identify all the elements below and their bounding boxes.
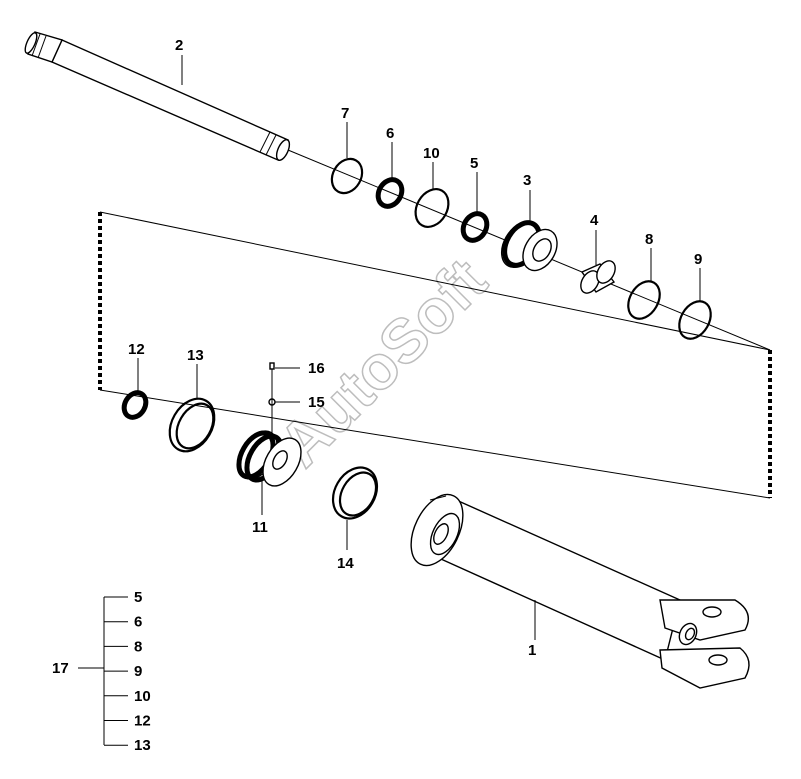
kit-item-10: 10 [134, 688, 151, 705]
callout-9: 9 [694, 251, 702, 268]
kit-item-9: 9 [134, 663, 142, 680]
kit-item-13: 13 [134, 737, 151, 754]
callout-7: 7 [341, 105, 349, 122]
piston-rod [24, 31, 291, 161]
seal-ring-8 [627, 280, 661, 320]
seal-ring-7 [330, 157, 364, 195]
seal-ring-12 [121, 390, 149, 420]
screw-16 [269, 362, 275, 370]
seal-ring-14-inner [338, 471, 378, 517]
callout-16: 16 [308, 360, 325, 377]
bushing-4 [580, 260, 616, 294]
callout-6: 6 [386, 125, 394, 142]
callout-11: 11 [252, 519, 268, 536]
callout-4: 4 [590, 212, 599, 229]
callout-2: 2 [175, 37, 183, 54]
gland-3 [500, 220, 558, 272]
seal-ring-5 [460, 211, 490, 243]
kit-item-5: 5 [134, 589, 142, 606]
callout-14: 14 [337, 555, 354, 572]
callout-3: 3 [523, 172, 531, 189]
diagonal-connector [99, 211, 771, 351]
callout-13: 13 [187, 347, 204, 364]
kit-item-6: 6 [134, 614, 142, 631]
seal-ring-9 [678, 300, 712, 340]
kit-item-8: 8 [134, 638, 142, 655]
callout-12: 12 [128, 341, 145, 358]
callout-5: 5 [470, 155, 478, 172]
seal-ring-13-inner [175, 402, 215, 450]
seal-ring-10 [414, 188, 450, 228]
kit-legend: 17 5 6 8 9 10 12 13 [52, 589, 151, 754]
kit-label: 17 [52, 660, 69, 677]
seal-ring-6 [375, 177, 405, 209]
callout-15: 15 [308, 394, 325, 411]
piston-11 [236, 430, 302, 487]
watermark: AutoSoft [266, 246, 500, 480]
cylinder-tube-1 [410, 493, 750, 689]
callout-10: 10 [423, 145, 440, 162]
kit-item-12: 12 [134, 713, 151, 730]
callout-1: 1 [528, 642, 536, 659]
callout-8: 8 [645, 231, 653, 248]
